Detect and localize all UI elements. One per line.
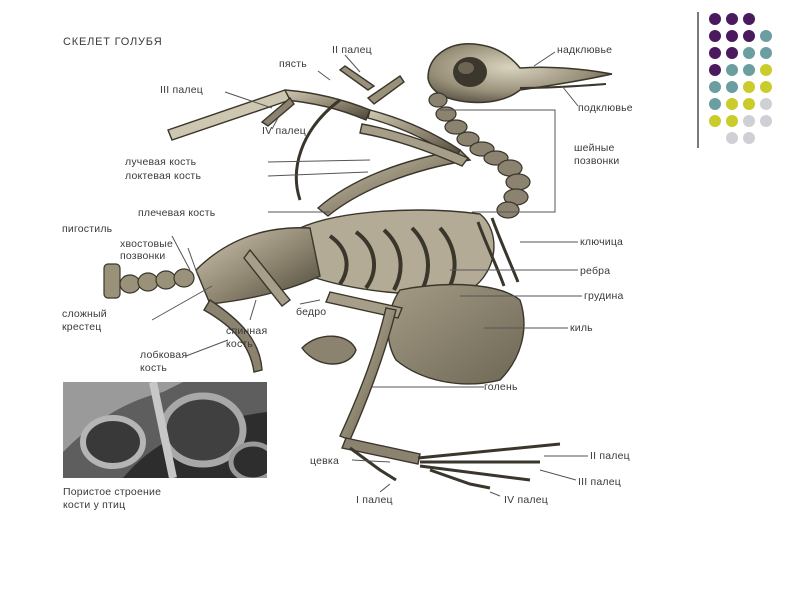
tail-vertebrae xyxy=(103,263,195,299)
decorative-dot xyxy=(743,132,755,144)
diagram-title: СКЕЛЕТ ГОЛУБЯ xyxy=(63,36,163,48)
label-lower-beak: подклювье xyxy=(578,102,633,114)
label-pygostyle: пигостиль xyxy=(62,223,113,235)
label-pubis-1: лобковая xyxy=(140,349,188,361)
decorative-dot xyxy=(760,30,772,42)
label-tibia: голень xyxy=(484,381,518,393)
decorative-dot xyxy=(743,13,755,25)
label-cervical-vertebrae-2: позвонки xyxy=(574,155,620,167)
decorative-dot xyxy=(726,47,738,59)
leader-lines xyxy=(151,51,588,497)
decorative-dot xyxy=(709,47,721,59)
decorative-dot xyxy=(743,115,755,127)
label-caudal-vertebrae-2: позвонки xyxy=(120,250,166,262)
decorative-dot xyxy=(743,64,755,76)
label-ii-finger-wing: II палец xyxy=(332,44,372,56)
inset-caption-line-1: Пористое строение xyxy=(63,486,162,498)
cervical-vertebrae xyxy=(428,92,531,219)
label-iv-toe: IV палец xyxy=(504,494,548,506)
label-sternum: грудина xyxy=(584,290,624,302)
label-iii-finger-wing: III палец xyxy=(160,84,203,96)
decorative-dot xyxy=(743,81,755,93)
decorative-dot xyxy=(760,98,772,110)
sternum-keel xyxy=(301,283,525,385)
label-radius: лучевая кость xyxy=(125,156,197,168)
decorative-dot xyxy=(760,81,772,93)
decorative-dot xyxy=(743,98,755,110)
decorative-dot xyxy=(726,13,738,25)
label-spinal-bone-1: спинная xyxy=(226,325,268,337)
decorative-dot xyxy=(726,98,738,110)
label-synsacrum-1: сложный xyxy=(62,308,107,320)
inset-caption-line-2: кости у птиц xyxy=(63,499,126,511)
decorative-dot xyxy=(760,115,772,127)
decorative-dot xyxy=(743,30,755,42)
label-ulna: локтевая кость xyxy=(125,170,202,182)
label-cervical-vertebrae-1: шейные xyxy=(574,142,615,154)
label-iv-finger-wing: IV палец xyxy=(262,125,306,137)
decorative-dot xyxy=(743,47,755,59)
label-metacarpus: пясть xyxy=(279,58,307,70)
label-i-toe: I палец xyxy=(356,494,393,506)
label-tarsometatarsus: цевка xyxy=(310,455,339,467)
leg-bones xyxy=(325,291,561,490)
label-synsacrum-2: крестец xyxy=(62,321,102,333)
porous-bone-inset-image xyxy=(63,382,267,478)
skull xyxy=(427,43,613,104)
pelvis xyxy=(195,227,321,373)
decorative-dot xyxy=(726,115,738,127)
decorative-dot xyxy=(726,64,738,76)
label-upper-beak: надклювье xyxy=(557,44,613,56)
label-femur: бедро xyxy=(296,306,327,318)
decorative-dot xyxy=(709,115,721,127)
decorative-divider-line xyxy=(697,12,699,148)
decorative-dot xyxy=(709,64,721,76)
ribcage xyxy=(299,209,520,295)
wing-bones xyxy=(167,65,472,217)
decorative-dot xyxy=(760,47,772,59)
label-spinal-bone-2: кость xyxy=(226,338,254,350)
label-ii-toe: II палец xyxy=(590,450,630,462)
decorative-dot xyxy=(709,81,721,93)
decorative-dot xyxy=(760,64,772,76)
label-pubis-2: кость xyxy=(140,362,168,374)
decorative-dot xyxy=(709,30,721,42)
label-furcula: ключица xyxy=(580,236,624,248)
label-keel: киль xyxy=(570,322,593,334)
label-humerus: плечевая кость xyxy=(138,207,216,219)
decorative-dot xyxy=(726,30,738,42)
decorative-dot xyxy=(709,98,721,110)
label-iii-toe: III палец xyxy=(578,476,621,488)
decorative-dot xyxy=(726,132,738,144)
label-ribs: ребра xyxy=(580,265,611,277)
decorative-dot xyxy=(709,13,721,25)
decorative-dot xyxy=(726,81,738,93)
label-caudal-vertebrae-1: хвостовые xyxy=(120,238,174,250)
